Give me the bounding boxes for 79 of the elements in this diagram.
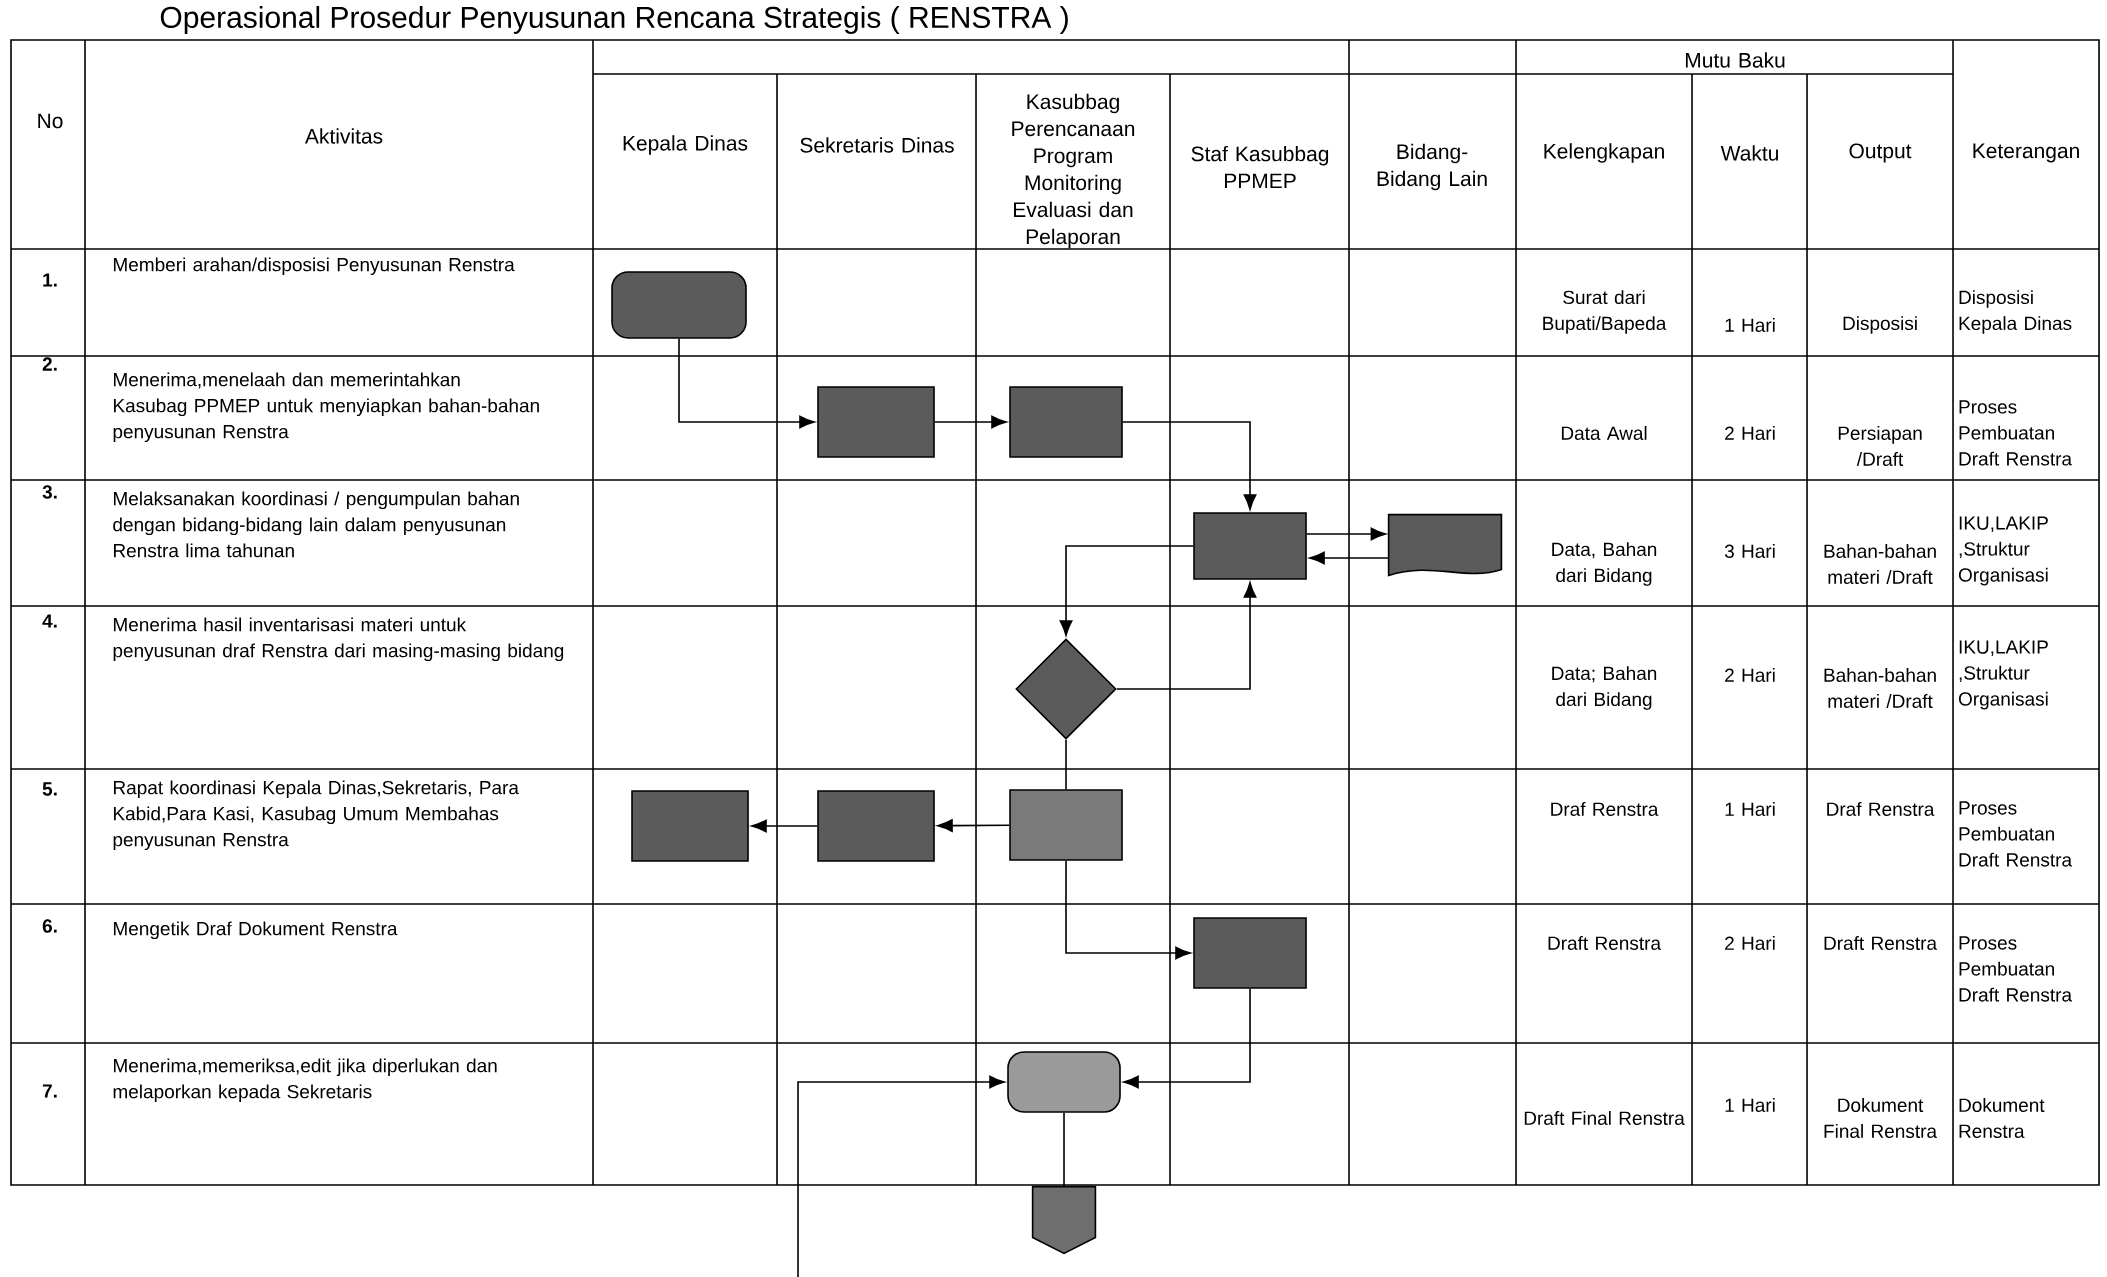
cell-text: Proses Pembuatan Draft Renstra — [1959, 801, 2073, 867]
arrow — [1123, 988, 1251, 1089]
column-header: Keterangan — [1973, 143, 2079, 163]
cell-text: IKU,LAKIP ,Struktur Organisasi — [1958, 516, 2048, 586]
cell-text: 2 Hari — [1725, 668, 1775, 682]
column-header: Kepala Dinas — [623, 135, 748, 155]
row-number: 3. — [42, 485, 57, 499]
title: Operasional Prosedur Penyusunan Rencana Strategis ( RENSTRA ) — [160, 6, 1068, 34]
arrow — [1059, 545, 1194, 636]
activity-text: Menerima,memeriksa,edit jika diperlukan dan melaporkan kepada Sekretaris — [113, 1058, 497, 1103]
cell-text: Proses Pembuatan Draft Renstra — [1959, 936, 2073, 1002]
row-number: 7. — [42, 1084, 57, 1098]
arrow — [1306, 527, 1387, 541]
cell-text: Bahan-bahan materi /Draft — [1824, 544, 1936, 584]
activity-text: Menerima,menelaah dan memerintahkan Kasubag PPMEP untuk menyiapkan bahan-bahan penyusunan Renstra — [113, 372, 539, 443]
arrow — [937, 819, 1010, 832]
column-header: No — [38, 113, 63, 129]
cell-text: Surat dari Bupati/Bapeda — [1543, 290, 1667, 334]
activity-text: Menerima hasil inventarisasi materi untuk penyusunan draf Renstra dari masing-masing bidang — [113, 617, 564, 662]
column-header: Staf Kasubbag PPMEP — [1191, 145, 1329, 189]
decision-diamond — [1015, 638, 1117, 740]
column-header: Kasubbag Perencanaan Program Monitoring Evaluasi dan Pelaporan — [1012, 93, 1135, 249]
cell-text: Persiapan /Draft — [1838, 426, 1922, 466]
column-header: Sekretaris Dinas — [800, 137, 954, 153]
row-number: 6. — [42, 919, 57, 933]
cell-text: 3 Hari — [1724, 544, 1775, 558]
arrow — [678, 338, 815, 429]
cell-text: Proses Pembuatan Draft Renstra — [1959, 400, 2073, 466]
process-box — [631, 790, 749, 862]
process-box — [1009, 789, 1123, 861]
cell-text: IKU,LAKIP ,Struktur Organisasi — [1958, 640, 2048, 710]
arrow — [1116, 582, 1257, 690]
process-box — [817, 386, 935, 458]
activity-text: Memberi arahan/disposisi Penyusunan Renstra — [114, 257, 515, 276]
row-number: 2. — [42, 357, 57, 371]
cell-text: Bahan-bahan materi /Draft — [1824, 668, 1936, 708]
cell-text: Dokument Final Renstra — [1824, 1098, 1938, 1138]
arrow — [1122, 421, 1257, 510]
off-page-connector — [1031, 1185, 1097, 1255]
row-number: 1. — [43, 273, 57, 287]
activity-text: Melaksanakan koordinasi / pengumpulan bahan dengan bidang-bidang lain dalam penyusunan Renstra lima tahunan — [113, 491, 519, 558]
group-header: Mutu Baku — [1685, 52, 1785, 68]
column-header: Waktu — [1720, 145, 1778, 161]
process-box — [817, 790, 935, 862]
cell-text: Draf Renstra — [1551, 802, 1659, 816]
cell-text: Data, Bahan dari Bidang — [1552, 542, 1657, 586]
column-header: Aktivitas — [304, 128, 383, 144]
column-header: Output — [1849, 143, 1912, 163]
process-box — [1193, 512, 1307, 580]
column-header: Kelengkapan — [1544, 143, 1664, 163]
cell-text: Draft Renstra — [1548, 936, 1662, 950]
process-box — [1193, 917, 1307, 989]
cell-text: 2 Hari — [1725, 426, 1775, 440]
cell-text: Disposisi Kepala Dinas — [1959, 290, 2072, 334]
arrow — [751, 819, 818, 833]
cell-text: Draf Renstra — [1827, 802, 1935, 816]
cell-text: Draft Final Renstra — [1524, 1111, 1685, 1125]
process-box — [1009, 386, 1123, 458]
cell-text: Disposisi — [1843, 316, 1917, 334]
process-box — [1007, 1051, 1121, 1113]
cell-text: Data; Bahan dari Bidang — [1552, 666, 1657, 710]
cell-text: 1 Hari — [1725, 1098, 1775, 1112]
arrow — [797, 1075, 1005, 1277]
cell-text: 1 Hari — [1725, 318, 1775, 332]
process-box — [611, 271, 747, 339]
arrow — [1309, 551, 1390, 565]
arrow — [934, 415, 1007, 429]
column-header: Bidang-Bidang Lain — [1377, 143, 1487, 191]
cell-text: Dokument Renstra — [1959, 1098, 2045, 1138]
cell-text: Data Awal — [1561, 426, 1647, 440]
cell-text: 2 Hari — [1725, 936, 1775, 950]
activity-text: Rapat koordinasi Kepala Dinas,Sekretaris, Para Kabid,Para Kasi, Kasubag Umum Membahas penyusunan Renstra — [113, 780, 519, 851]
document-shape — [1387, 513, 1503, 577]
cell-text: Draft Renstra — [1824, 936, 1938, 950]
cell-text: 1 Hari — [1725, 802, 1775, 816]
activity-text: Mengetik Draf Dokument Renstra — [114, 921, 398, 940]
arrow — [1065, 860, 1191, 960]
row-number: 5. — [42, 782, 57, 796]
row-number: 4. — [42, 614, 57, 628]
